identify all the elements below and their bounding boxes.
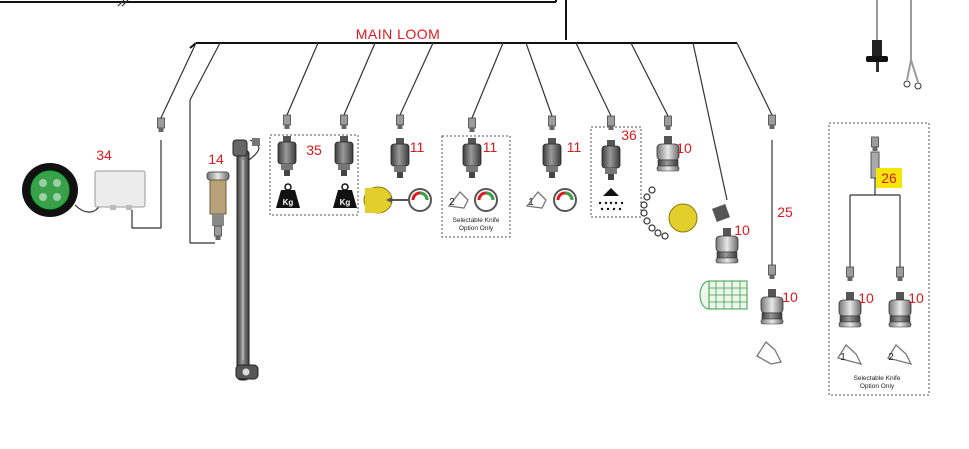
- component-10-speed-sensor-a: [640, 115, 698, 240]
- callout-10-a: 10: [676, 140, 692, 156]
- group-11-selectable-box: [441, 135, 511, 238]
- callout-14: 14: [208, 151, 224, 167]
- loom-frame: [0, 0, 567, 40]
- component-26-y-splitter: [846, 136, 904, 282]
- component-34-module: [22, 117, 165, 229]
- main-loom-trunk: [159, 42, 773, 244]
- callout-11-a: 11: [410, 139, 425, 155]
- callout-36: 36: [621, 127, 637, 143]
- component-35-load-sensor-a: [276, 114, 300, 208]
- component-11-pressure-sensor-a: [363, 114, 432, 214]
- component-11-pressure-sensor-b: [447, 117, 498, 212]
- callout-10-d: 10: [858, 290, 874, 306]
- component-35-load-sensor-b: [333, 114, 357, 208]
- callout-10-c: 10: [782, 289, 798, 305]
- callout-25: 25: [777, 204, 793, 220]
- main-loom-title: MAIN LOOM: [356, 26, 441, 42]
- callout-11-b: 11: [483, 139, 498, 155]
- callout-11-c: 11: [567, 139, 582, 155]
- knife-number-1-a: 1: [528, 197, 534, 208]
- hydraulic-cylinder: [232, 138, 260, 381]
- weight-unit-a: Kg: [283, 198, 294, 207]
- callout-34: 34: [96, 147, 112, 163]
- component-11-pressure-sensor-c: [525, 115, 577, 212]
- knife-number-2-a: 2: [449, 197, 455, 208]
- note-option-only-a: Option Only: [459, 225, 494, 232]
- knife-number-1-b: 1: [840, 352, 846, 363]
- power-plug-cable: [866, 0, 922, 90]
- note-option-only-b: Option Only: [860, 383, 895, 390]
- note-selectable-knife-b: Selectable Knife: [854, 375, 901, 382]
- callout-10-b: 10: [734, 222, 750, 238]
- knife-number-2-b: 2: [888, 352, 894, 363]
- group-26-box: [828, 122, 930, 396]
- weight-unit-b: Kg: [340, 198, 351, 207]
- component-10-speed-sensor-b: [699, 204, 748, 310]
- component-10-speed-sensor-c: [756, 288, 784, 365]
- callout-26: 26: [881, 170, 897, 186]
- component-25-extension: [768, 114, 776, 280]
- callout-35: 35: [306, 142, 322, 158]
- component-10-speed-sensor-d: [836, 291, 863, 365]
- note-selectable-knife-a: Selectable Knife: [453, 217, 500, 224]
- component-14-sensor: [206, 171, 230, 241]
- component-10-speed-sensor-e: [886, 291, 913, 365]
- callout-10-e: 10: [908, 290, 924, 306]
- component-36-spray-sensor: [598, 115, 624, 211]
- group-35-box: [269, 134, 359, 216]
- group-36-box: [590, 126, 642, 218]
